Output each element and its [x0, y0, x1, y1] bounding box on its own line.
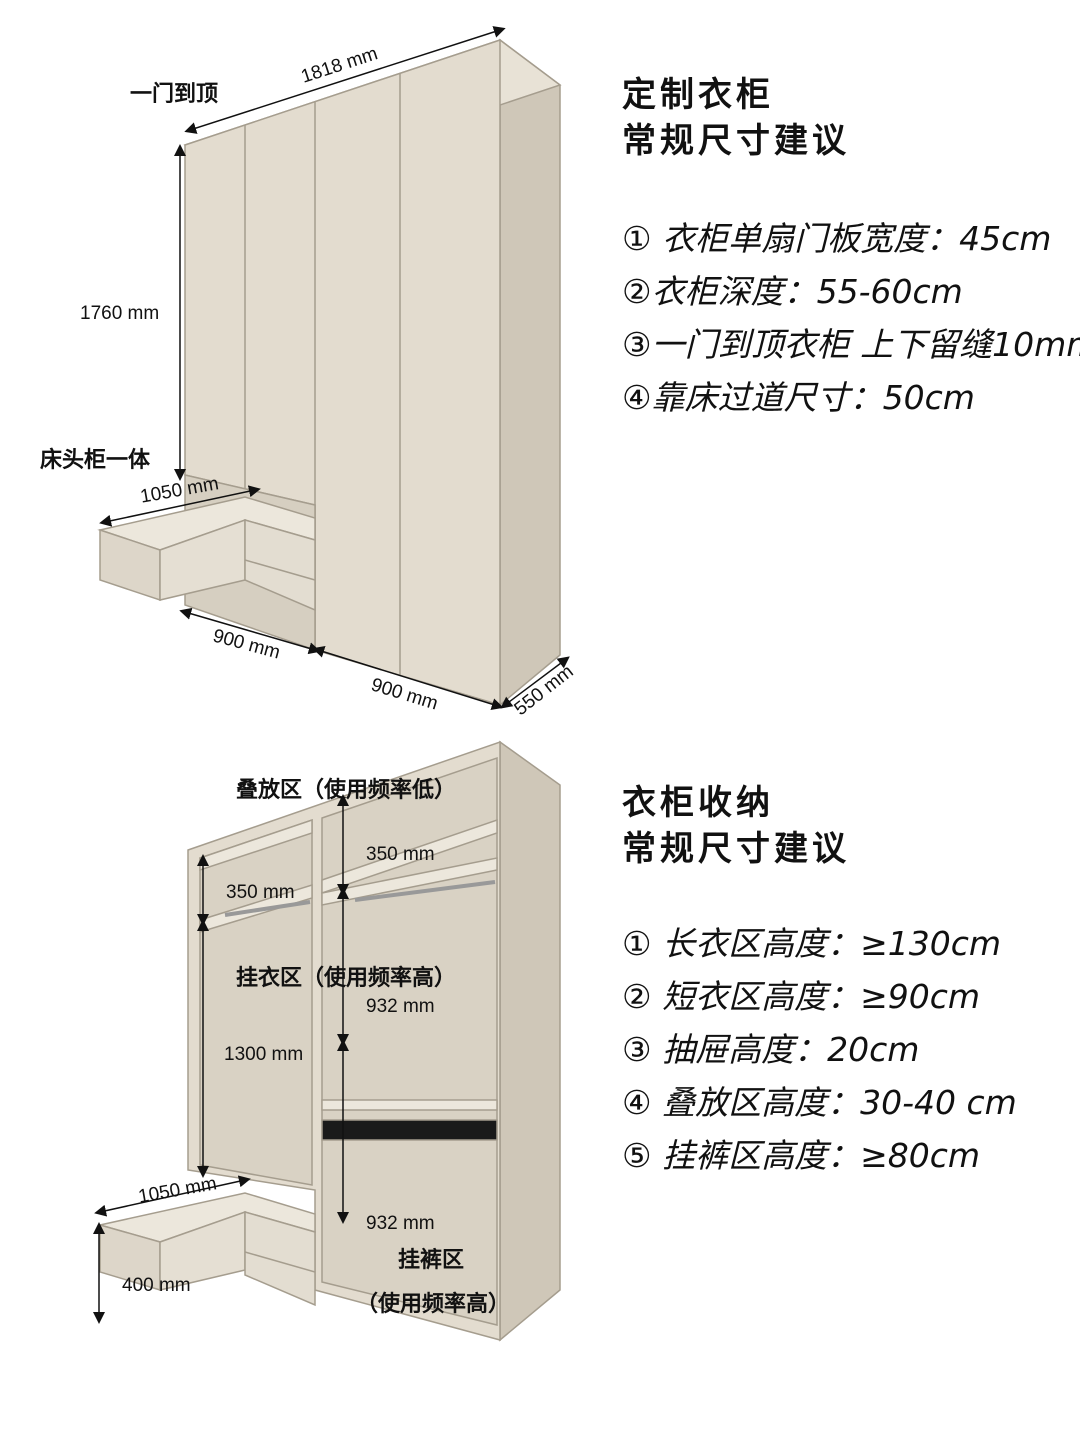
tip-item: ③ 抽屉高度：20cm: [622, 1030, 920, 1069]
hanging-zone-label: 挂衣区（使用频率高）: [236, 965, 457, 991]
trouser-frequency-label: （使用频率高）: [356, 1291, 511, 1317]
top-title-line-2: 常规尺寸建议: [622, 121, 850, 161]
short-hang-dimension: 932 mm: [366, 996, 435, 1017]
folding-zone-label: 叠放区（使用频率低）: [236, 777, 457, 803]
tip-item: ⑤ 挂裤区高度：≥80cm: [622, 1136, 981, 1175]
tip-item: ② 短衣区高度：≥90cm: [622, 977, 981, 1016]
bottom-title: 衣柜收纳 常规尺寸建议: [622, 780, 850, 872]
bedside-integrated-label: 床头柜一体: [40, 447, 151, 473]
long-hang-dimension: 1300 mm: [224, 1044, 304, 1065]
tip-item: ① 长衣区高度：≥130cm: [622, 924, 1002, 963]
top-title-line-1: 定制衣柜: [622, 75, 774, 115]
top-wardrobe: [97, 38, 562, 707]
tip-item: ④靠床过道尺寸：50cm: [622, 378, 975, 417]
door-to-top-label: 一门到顶: [130, 81, 219, 107]
tip-item: ① 衣柜单扇门板宽度：45cm: [622, 219, 1052, 258]
tip-item: ④ 叠放区高度：30-40 cm: [622, 1083, 1017, 1122]
tip-item: ③一门到顶衣柜 上下留缝10mm: [622, 325, 1080, 364]
bottom-title-line-1: 衣柜收纳: [622, 783, 774, 823]
tip-item: ②衣柜深度：55-60cm: [622, 272, 963, 311]
left-shelf-dimension: 350 mm: [226, 882, 295, 903]
right-shelf-dimension: 350 mm: [366, 844, 435, 865]
trouser-hang-dimension: 932 mm: [366, 1213, 435, 1234]
top-tips-list: ① 衣柜单扇门板宽度：45cm ②衣柜深度：55-60cm ③一门到顶衣柜 上下…: [622, 212, 1080, 424]
top-title: 定制衣柜 常规尺寸建议: [622, 72, 850, 164]
trouser-zone-label: 挂裤区: [398, 1247, 465, 1273]
bedside-height-dimension: 400 mm: [122, 1275, 191, 1296]
height-dimension: 1760 mm: [80, 303, 160, 324]
bottom-title-line-2: 常规尺寸建议: [622, 829, 850, 869]
bottom-tips-list: ① 长衣区高度：≥130cm ② 短衣区高度：≥90cm ③ 抽屉高度：20cm…: [622, 917, 1017, 1182]
bottom-wardrobe: [99, 740, 561, 1342]
